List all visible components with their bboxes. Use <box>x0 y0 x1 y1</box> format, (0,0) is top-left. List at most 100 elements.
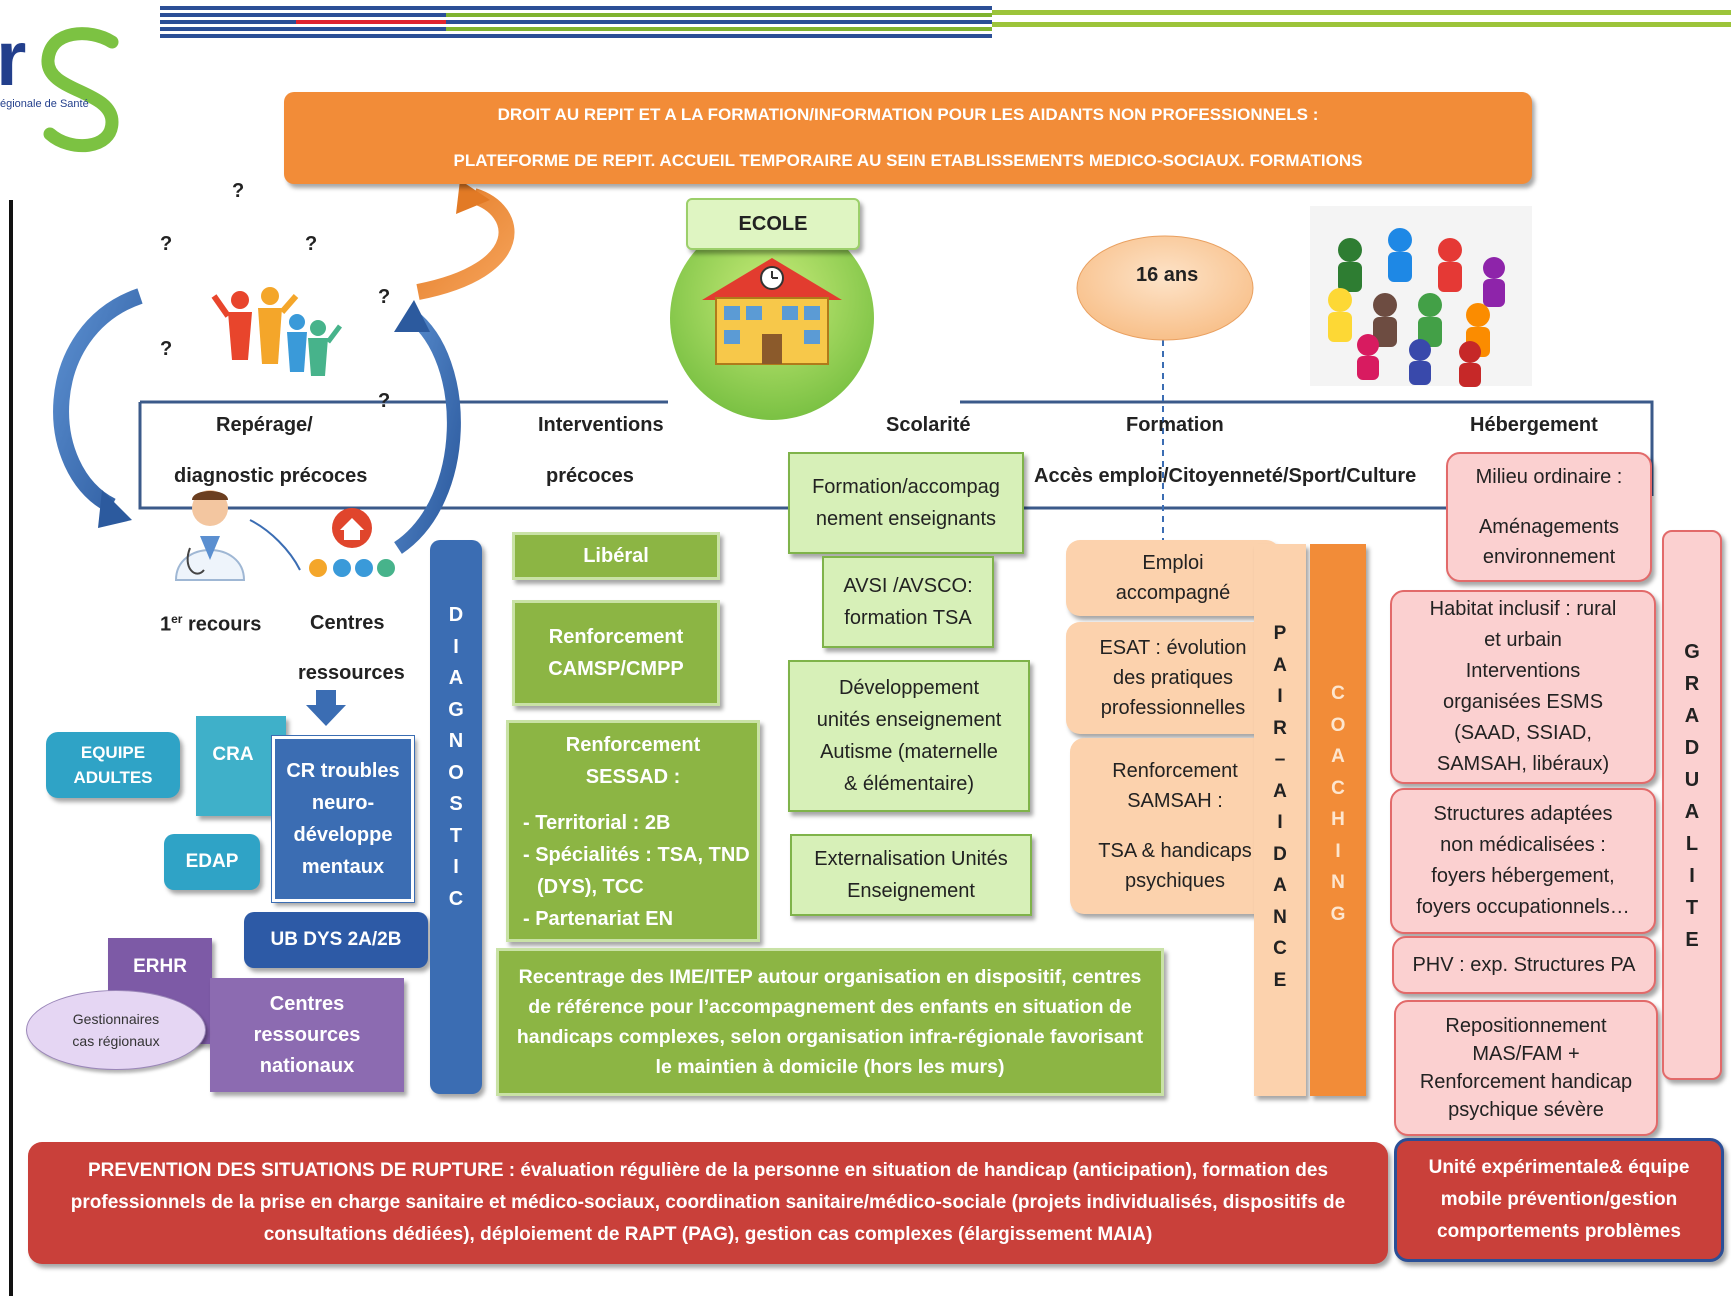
sessad-title-line: SESSAD : <box>585 766 681 788</box>
esat-box: ESAT : évolution des pratiques professio… <box>1066 622 1280 734</box>
top-banner-line2: PLATEFORME DE REPIT. ACCUEIL TEMPORAIRE … <box>453 151 1363 170</box>
recours-sup: er <box>171 612 183 626</box>
repositionnement-box: Repositionnement MAS/FAM + Renforcement … <box>1394 1000 1658 1136</box>
coaching-letter: O <box>1330 714 1346 736</box>
cra-label: CRA <box>212 744 254 765</box>
school-icon <box>702 258 842 365</box>
axis-scolarite: Scolarité <box>886 414 971 436</box>
developpement-line: Autisme (maternelle <box>820 741 998 763</box>
logo-s-shape <box>41 27 119 153</box>
coaching-letter: N <box>1331 872 1345 893</box>
emploi-acc-line: Emploi <box>1142 552 1204 574</box>
externalisation-line: Enseignement <box>847 880 975 902</box>
samsah-line: psychiques <box>1124 870 1226 892</box>
top-banner-line1: DROIT AU REPIT ET A LA FORMATION/INFORMA… <box>497 105 1319 124</box>
question-mark: ? <box>305 233 318 255</box>
prevention-line: consultations dédiées), déploiement de R… <box>263 1224 1153 1245</box>
top-banner: DROIT AU REPIT ET A LA FORMATION/INFORMA… <box>284 92 1532 184</box>
recentrage-line: handicaps complexes, selon organisation … <box>516 1026 1144 1048</box>
pair-aidance-letter: P <box>1273 623 1287 644</box>
milieu-line: environnement <box>1482 546 1616 568</box>
renforcement-camsp-line1: Renforcement <box>548 626 684 648</box>
samsah-line: Renforcement <box>1112 760 1238 782</box>
axis-acces: Accès emploi/Citoyenneté/Sport/Culture <box>1034 465 1417 487</box>
recentrage-box: Recentrage des IME/ITEP autour organisat… <box>496 948 1164 1096</box>
gradualite-letter: I <box>1689 865 1695 887</box>
axis-interventions-line1: Interventions <box>538 414 664 436</box>
milieu-line: Milieu ordinaire : <box>1475 466 1623 488</box>
question-mark: ? <box>160 233 173 255</box>
coaching-letter: H <box>1331 809 1345 830</box>
diagnostic-letter: D <box>448 604 464 626</box>
renforcement-camsp-box: Renforcement CAMSP/CMPP <box>512 600 720 706</box>
emploi-accompagne-box: Emploi accompagné <box>1066 540 1280 616</box>
formation-accompagnement-box: Formation/accompag nement enseignants <box>788 452 1024 554</box>
structures-line: foyers hébergement, <box>1431 865 1615 887</box>
recours-prefix: 1 <box>160 613 172 636</box>
recentrage-line: le maintien à domicile (hors les murs) <box>655 1056 1005 1078</box>
edap-label: EDAP <box>185 851 239 872</box>
coaching-letter: C <box>1331 683 1345 704</box>
developpement-line: unités enseignement <box>816 709 1002 731</box>
coaching-letter: A <box>1331 746 1345 767</box>
people-puzzle-icon <box>1310 206 1532 387</box>
sessad-item: (DYS), TCC <box>537 876 644 898</box>
recentrage-line: de référence pour l’accompagnement des e… <box>528 996 1132 1018</box>
gradualite-letter: L <box>1685 833 1699 855</box>
renforcement-camsp-line2: CAMSP/CMPP <box>548 658 684 680</box>
pair-aidance-letter: I <box>1277 686 1283 707</box>
formation-acc-line: nement enseignants <box>815 508 997 530</box>
recours-suffix: recours <box>182 613 262 636</box>
pair-aidance-column: P A I R – A I D A N C E <box>1254 544 1306 1096</box>
coaching-letter: G <box>1330 903 1346 925</box>
diagnostic-letter: N <box>448 730 464 752</box>
coaching-column: C O A C H I N G <box>1310 544 1366 1096</box>
pair-aidance-letter: C <box>1273 938 1287 959</box>
developpement-unites-box: Développement unités enseignement Autism… <box>788 660 1030 812</box>
diagnostic-letter: A <box>448 667 464 689</box>
emploi-acc-line: accompagné <box>1115 582 1231 604</box>
cr-troubles-line: développe <box>293 824 393 846</box>
pair-aidance-letter: E <box>1273 969 1287 991</box>
gradualite-letter: E <box>1685 929 1699 951</box>
blue-curved-arrow-right <box>393 310 461 554</box>
premier-recours-label: 1er recours <box>160 612 261 637</box>
avsi-line: formation TSA <box>844 607 972 629</box>
cr-troubles-box: CR troubles neuro- développe mentaux <box>271 735 415 903</box>
esat-line: des pratiques <box>1112 667 1234 689</box>
pair-aidance-letter: R <box>1273 717 1287 739</box>
centres-nationaux-line: ressources <box>253 1023 361 1046</box>
pair-aidance-letter: N <box>1273 906 1287 928</box>
age-label: 16 ans <box>1136 264 1199 286</box>
diagnostic-letter: O <box>448 761 464 784</box>
gradualite-letter: T <box>1685 897 1699 919</box>
structures-line: foyers occupationnels… <box>1416 896 1630 918</box>
family-icon <box>211 287 342 376</box>
sessad-item: - Spécialités : TSA, TND <box>523 844 750 866</box>
renforcement-sessad-box: Renforcement SESSAD : - Territorial : 2B… <box>506 720 760 942</box>
unite-exp-line: Unité expérimentale& équipe <box>1428 1157 1690 1178</box>
unite-exp-line: mobile prévention/gestion <box>1440 1189 1678 1210</box>
erhr-label: ERHR <box>133 956 187 977</box>
gradualite-letter: R <box>1684 673 1700 695</box>
esat-line: professionnelles <box>1100 697 1246 719</box>
ecole-label: ECOLE <box>686 198 860 250</box>
diagnostic-letter: T <box>449 824 463 847</box>
milieu-line: Aménagements <box>1478 516 1620 538</box>
formation-acc-line: Formation/accompag <box>812 476 1000 498</box>
question-mark: ? <box>378 286 391 308</box>
gradualite-letter: A <box>1684 801 1700 823</box>
structures-adaptees-box: Structures adaptées non médicalisées : f… <box>1390 788 1656 934</box>
coaching-letter: C <box>1331 777 1345 799</box>
age-ellipse <box>1076 235 1254 341</box>
ub-dys-box: UB DYS 2A/2B <box>244 912 428 968</box>
edap-box: EDAP <box>164 834 260 890</box>
centres-ressources-line2: ressources <box>298 662 405 684</box>
centres-ressources-icon <box>309 508 395 577</box>
question-mark: ? <box>378 390 391 412</box>
centres-nationaux-line: nationaux <box>259 1054 355 1077</box>
recentrage-line: Recentrage des IME/ITEP autour organisat… <box>518 966 1142 988</box>
diagnostic-letter: G <box>448 698 464 721</box>
diagnostic-letter: I <box>453 635 459 658</box>
equipe-adultes-box: EQUIPE ADULTES <box>46 732 180 798</box>
